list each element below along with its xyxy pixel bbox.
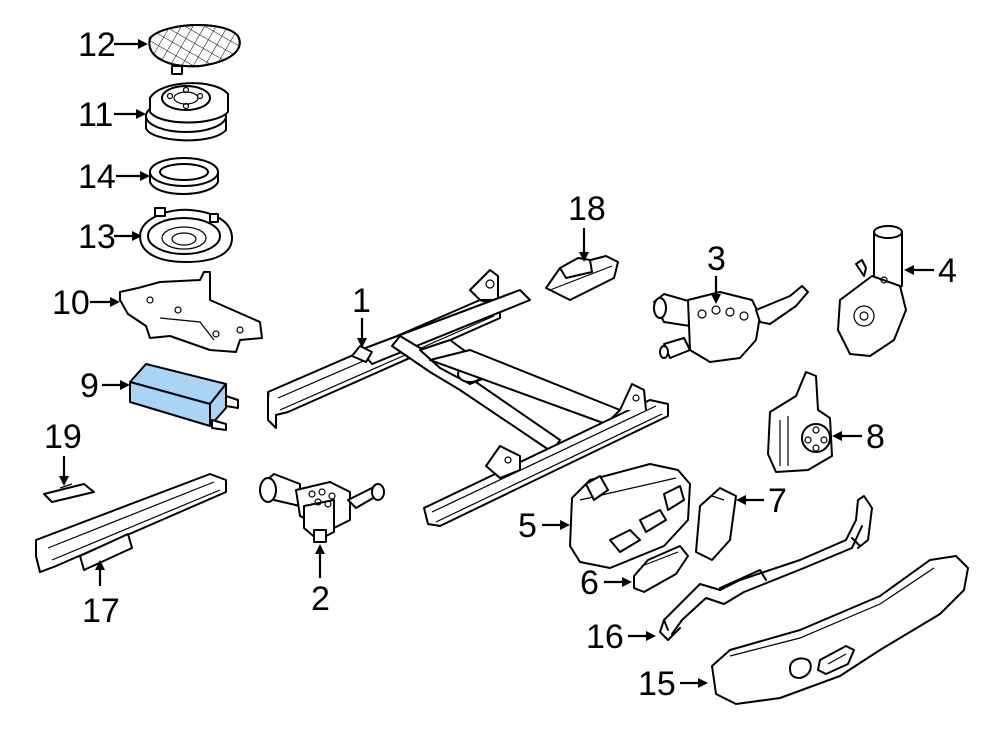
callout-14: 14 xyxy=(78,158,116,196)
callout-5: 5 xyxy=(518,507,537,545)
part-8-motor xyxy=(767,371,833,473)
callout-8: 8 xyxy=(866,418,885,456)
callout-17: 17 xyxy=(82,592,120,630)
part-14-ring xyxy=(149,157,219,195)
part-17-track-cover xyxy=(35,473,227,573)
callout-7: 7 xyxy=(768,482,787,520)
part-4-actuator xyxy=(837,225,907,357)
part-6-knob xyxy=(633,545,689,593)
callout-10: 10 xyxy=(52,284,90,322)
callout-12: 12 xyxy=(78,26,116,64)
callout-2: 2 xyxy=(311,580,330,618)
callout-19: 19 xyxy=(44,418,82,456)
callout-16: 16 xyxy=(586,618,624,656)
callout-6: 6 xyxy=(580,564,599,602)
part-3-adjuster-motor xyxy=(653,285,809,363)
part-5-switch-housing xyxy=(569,463,691,569)
part-15-side-cover xyxy=(711,555,969,705)
part-10-bracket xyxy=(119,271,263,353)
part-18-bracket xyxy=(545,255,619,301)
part-2-motor xyxy=(259,473,385,543)
part-13-speaker xyxy=(139,207,233,263)
part-11-speaker xyxy=(145,82,229,142)
callout-3: 3 xyxy=(707,240,726,278)
callout-9: 9 xyxy=(80,367,99,405)
callout-11: 11 xyxy=(78,96,113,134)
callout-13: 13 xyxy=(78,218,116,256)
callout-1: 1 xyxy=(352,282,371,320)
leader-arrows xyxy=(59,39,934,688)
callout-4: 4 xyxy=(938,252,957,290)
part-12-speaker-grille xyxy=(148,23,241,75)
part-19-clip xyxy=(43,483,95,503)
callout-labels: 12 11 14 13 10 9 19 17 2 1 18 3 4 8 7 5 … xyxy=(44,26,957,703)
part-9-control-module xyxy=(129,363,239,431)
callout-15: 15 xyxy=(638,665,676,703)
part-7-knob xyxy=(695,487,737,561)
part-1-seat-track xyxy=(267,269,669,527)
part-16-wire xyxy=(659,495,873,641)
callout-18: 18 xyxy=(568,190,606,228)
